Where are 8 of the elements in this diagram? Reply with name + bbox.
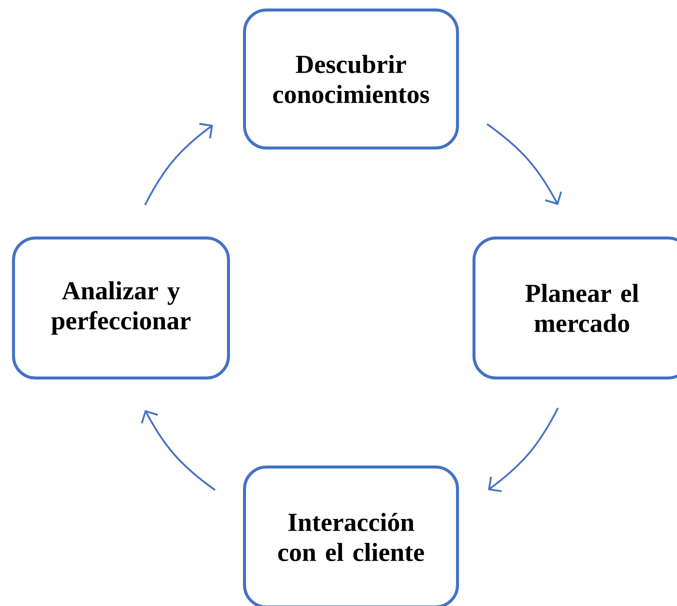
arrow [486, 123, 562, 205]
process-box: Analizar y perfeccionar [12, 236, 230, 380]
arrow [488, 408, 559, 492]
process-box: Interacción con el cliente [243, 466, 459, 606]
arrow [144, 122, 213, 206]
arrow [140, 410, 216, 491]
process-box: Planear el mercado [472, 236, 677, 380]
process-box: Descubrir conocimientos [243, 8, 459, 150]
